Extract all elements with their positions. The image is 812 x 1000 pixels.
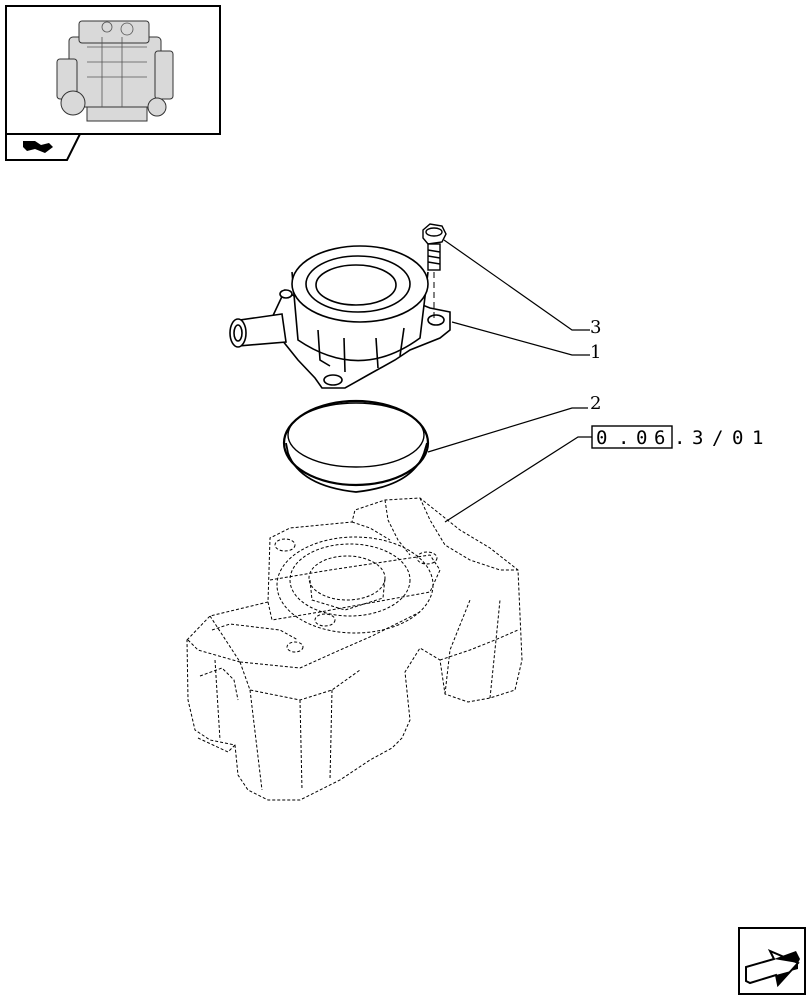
ref-char-3: 6	[654, 427, 665, 449]
ref-char-6: /	[712, 427, 723, 449]
ref-char-8: 1	[752, 427, 763, 449]
callout-2: 2	[590, 393, 601, 414]
gasket-ring	[282, 399, 430, 493]
engine-thumbnail-icon	[5, 5, 221, 135]
callout-1: 1	[590, 342, 601, 363]
bolt	[422, 223, 447, 271]
ref-char-2: 0	[636, 427, 647, 449]
next-page-arrow-icon[interactable]	[738, 927, 806, 995]
cross-reference-box	[591, 425, 673, 449]
leader-lines	[427, 239, 592, 523]
ref-char-0: 0	[596, 427, 607, 449]
callout-3: 3	[590, 317, 601, 338]
ref-char-5: 3	[692, 427, 703, 449]
ref-char-1: .	[618, 427, 629, 449]
cross-reference[interactable]: 0 . 0 6 . 3 / 0 1	[591, 425, 763, 449]
section-tab-icon[interactable]	[5, 133, 82, 161]
ref-char-4: .	[674, 427, 685, 449]
breather-cover	[229, 245, 451, 389]
ref-char-7: 0	[732, 427, 743, 449]
base-housing	[186, 497, 523, 801]
